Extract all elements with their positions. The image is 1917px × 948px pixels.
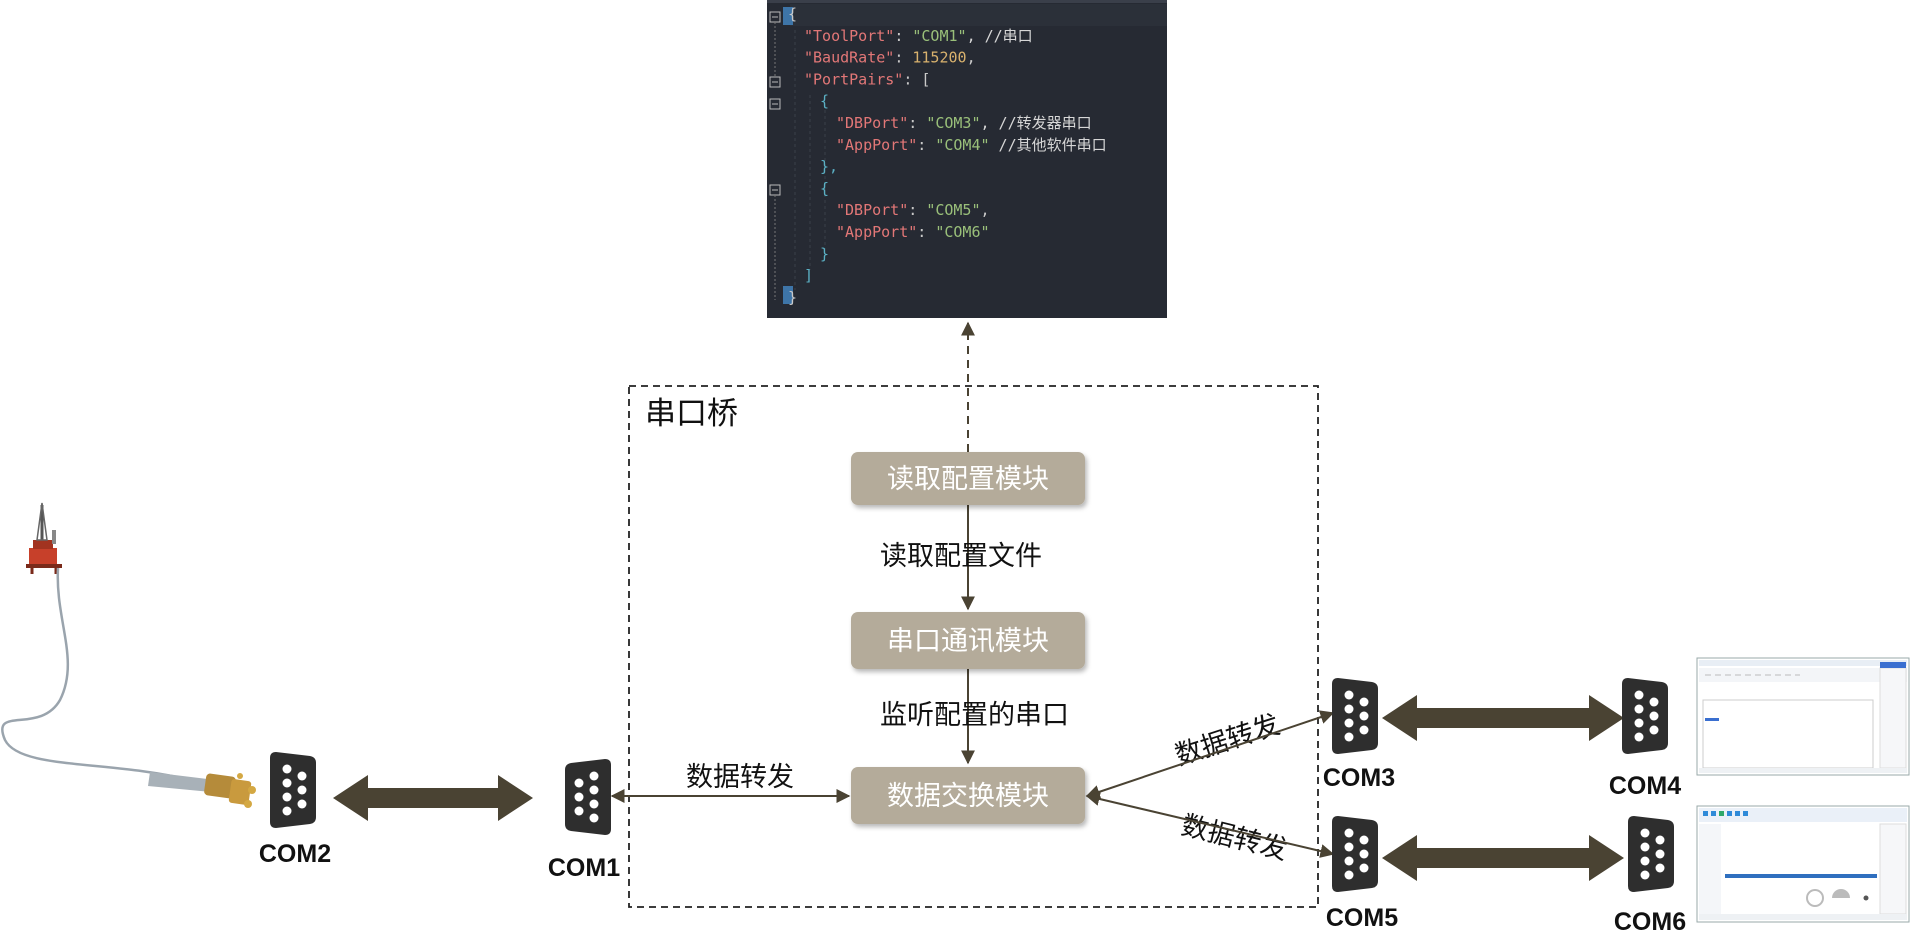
thick-arrow-com5-com6: [1382, 835, 1624, 881]
serial-port-com3: COM3: [1323, 678, 1395, 792]
oil-platform-icon: [26, 502, 62, 574]
config-code: { "ToolPort": "COM1", //串口 "BaudRate": 115…: [788, 5, 1107, 306]
code-token-key: "DBPort": [836, 201, 908, 219]
code-token-punct: :: [894, 27, 912, 45]
serial-bridge-title: 串口桥: [645, 396, 738, 432]
port-label-com5: COM5: [1326, 904, 1398, 932]
code-token-key: "AppPort": [836, 136, 917, 154]
db9-connector-icon: [270, 752, 316, 828]
code-token-str: "COM1": [912, 27, 966, 45]
port-label-com1: COM1: [548, 854, 620, 882]
code-token-punct: ,: [967, 49, 976, 67]
code-token-str: "COM5": [926, 201, 980, 219]
config-file-editor: { "ToolPort": "COM1", //串口 "BaudRate": 115…: [767, 0, 1167, 318]
code-line: }: [788, 288, 797, 306]
code-token-bracket: },: [820, 158, 838, 176]
code-line: ]: [804, 267, 813, 285]
code-token-comment: //其他软件串口: [990, 136, 1107, 154]
code-token-bracket: {: [820, 92, 829, 110]
code-token-bracket: {: [820, 179, 829, 197]
code-line: "DBPort": "COM5",: [836, 201, 990, 219]
code-line: "DBPort": "COM3", //转发器串口: [836, 114, 1092, 132]
db9-connector-icon: [1622, 678, 1668, 754]
code-token-punct: }: [788, 288, 797, 306]
code-line: }: [820, 245, 829, 263]
code-line: {: [820, 179, 829, 197]
code-token-key: "BaudRate": [804, 49, 894, 67]
module-serial-comm-label: 串口通讯模块: [887, 626, 1049, 657]
serial-port-com2: COM2: [259, 752, 331, 868]
module-read-config-label: 读取配置模块: [887, 464, 1049, 495]
code-token-punct: {: [788, 5, 797, 23]
code-token-punct: :: [908, 114, 926, 132]
code-token-comment: , //转发器串口: [981, 114, 1092, 132]
code-line: {: [788, 5, 797, 23]
downhole-tool-icon: [148, 772, 256, 808]
app-window-com4: [1696, 657, 1910, 776]
module-read-config: 读取配置模块: [851, 452, 1085, 505]
code-token-comment: , //串口: [967, 27, 1033, 45]
code-token-bracket: ]: [804, 267, 813, 285]
code-line: {: [820, 92, 829, 110]
tether-cable: [1, 567, 191, 782]
code-token-str: "COM4": [935, 136, 989, 154]
module-data-exchange-label: 数据交换模块: [887, 781, 1049, 812]
code-token-num: 115200: [912, 49, 966, 67]
code-token-key: "DBPort": [836, 114, 908, 132]
code-line: "ToolPort": "COM1", //串口: [804, 27, 1033, 45]
code-token-key: "ToolPort": [804, 27, 894, 45]
serial-port-com1: COM1: [548, 759, 620, 882]
port-label-com4: COM4: [1609, 772, 1681, 800]
code-line: "PortPairs": [: [804, 70, 930, 88]
fold-gutter: [769, 11, 793, 304]
serial-port-com4: COM4: [1609, 678, 1681, 800]
thick-arrow-com2-com1: [333, 775, 533, 821]
port-label-com3: COM3: [1323, 764, 1395, 792]
app-window-com6: [1696, 805, 1910, 923]
db9-connector-icon: [1628, 816, 1674, 892]
code-line: },: [820, 158, 838, 176]
edge-label-forward-com1: 数据转发: [686, 762, 794, 793]
code-token-punct: : [: [903, 70, 930, 88]
code-token-punct: :: [917, 136, 935, 154]
code-token-key: "PortPairs": [804, 70, 903, 88]
module-serial-comm: 串口通讯模块: [851, 612, 1085, 669]
code-token-str: "COM6": [935, 223, 989, 241]
module-data-exchange: 数据交换模块: [851, 767, 1085, 824]
edge-label-read-config-file: 读取配置文件: [880, 541, 1042, 572]
edge-label-listen-ports: 监听配置的串口: [880, 700, 1069, 731]
db9-connector-icon: [1332, 678, 1378, 754]
edge-label-forward-com5: 数据转发: [1178, 810, 1290, 866]
serial-port-com5: COM5: [1326, 816, 1398, 932]
serial-port-com6: COM6: [1614, 816, 1686, 936]
code-token-punct: :: [894, 49, 912, 67]
code-token-str: "COM3": [926, 114, 980, 132]
arrow-exchange-com5: [1085, 792, 1335, 858]
serial-bridge-boundary: [628, 385, 1319, 908]
db9-connector-icon: [565, 759, 611, 835]
offshore-platform-tool-illustration: [1, 502, 256, 808]
db9-connector-icon: [1332, 816, 1378, 892]
code-line: "BaudRate": 115200,: [804, 49, 976, 67]
code-token-punct: :: [917, 223, 935, 241]
port-label-com2: COM2: [259, 840, 331, 868]
thick-arrow-com3-com4: [1382, 695, 1624, 741]
arrow-exchange-com3: [1085, 710, 1335, 799]
code-line: "AppPort": "COM4" //其他软件串口: [836, 136, 1107, 154]
port-label-com6: COM6: [1614, 908, 1686, 936]
code-line: "AppPort": "COM6": [836, 223, 990, 241]
code-token-punct: ,: [981, 201, 990, 219]
code-token-punct: :: [908, 201, 926, 219]
code-token-bracket: }: [820, 245, 829, 263]
code-token-key: "AppPort": [836, 223, 917, 241]
